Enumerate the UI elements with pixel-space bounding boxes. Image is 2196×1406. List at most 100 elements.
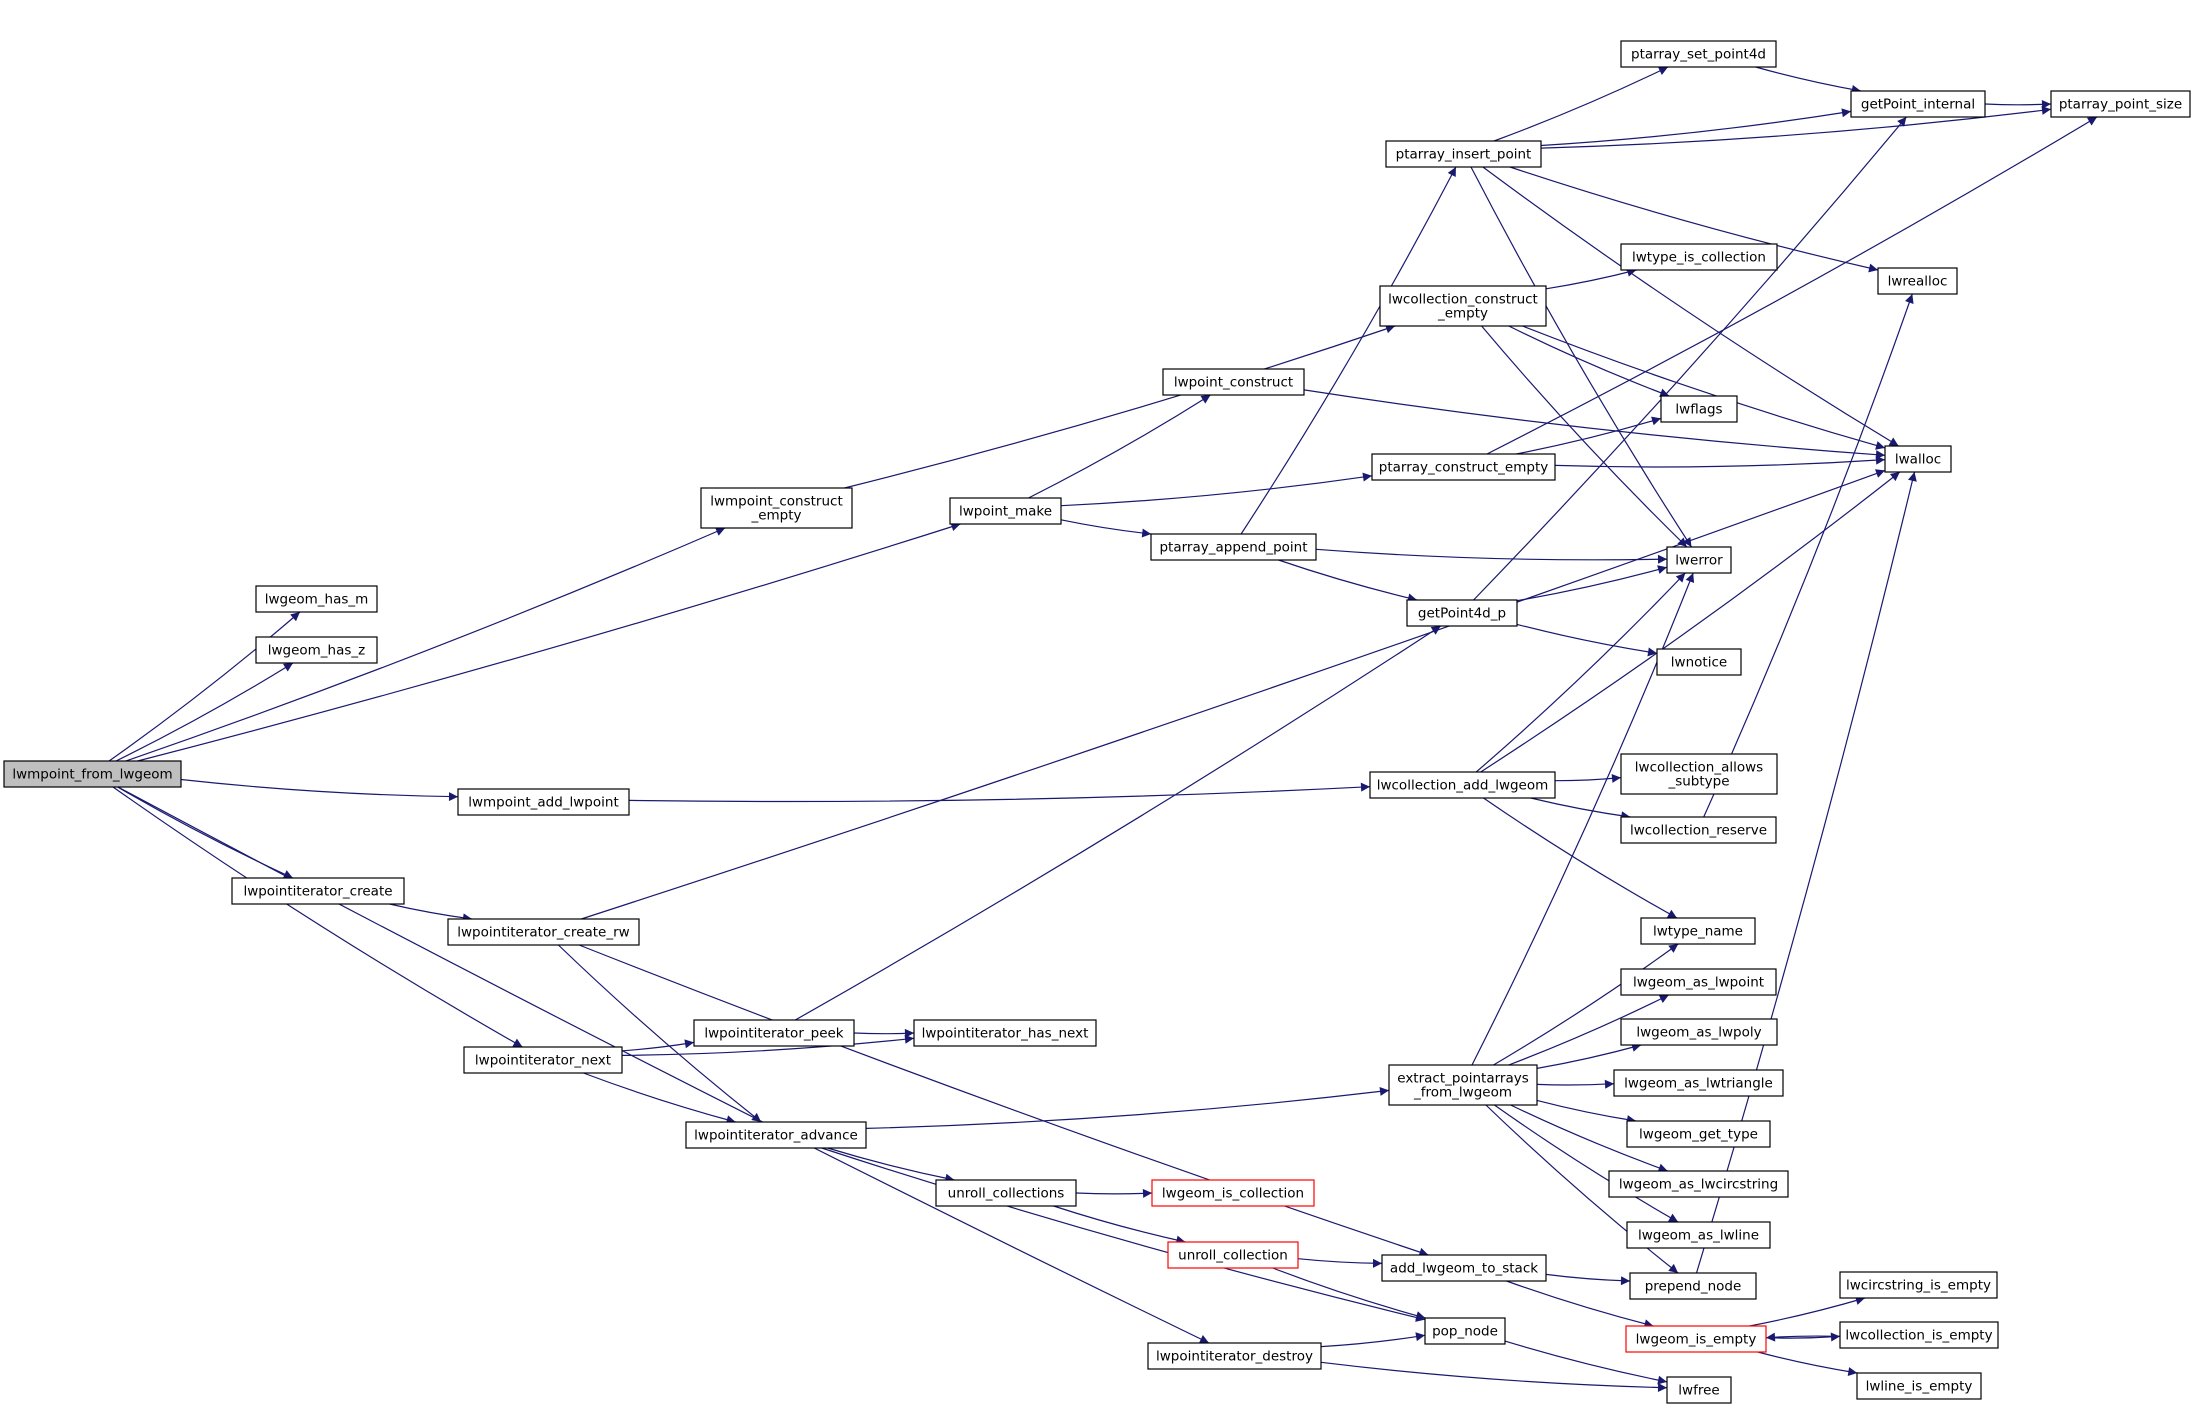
node-unroll-collection[interactable]: unroll_collection [1167,1241,1299,1269]
node-lwline-is-empty[interactable]: lwline_is_empty [1856,1372,1982,1400]
node-box[interactable] [1620,816,1777,844]
node-lwrealloc[interactable]: lwrealloc [1877,267,1958,295]
node-box[interactable] [1640,917,1756,945]
node-lwgeom-as-lwpoint[interactable]: lwgeom_as_lwpoint [1620,968,1777,996]
node-box[interactable] [1629,1272,1757,1300]
node-box[interactable] [935,1179,1077,1207]
node-getPoint4d-p[interactable]: getPoint4d_p [1406,599,1518,627]
node-box[interactable] [1839,1321,1999,1349]
node-box[interactable] [1620,753,1778,795]
node-lwgeom-is-collection[interactable]: lwgeom_is_collection [1151,1179,1315,1207]
node-add-lwgeom-to-stack[interactable]: add_lwgeom_to_stack [1381,1254,1547,1282]
node-lwgeom-has-m[interactable]: lwgeom_has_m [255,585,378,613]
node-lwpointiterator-destroy[interactable]: lwpointiterator_destroy [1147,1342,1322,1370]
node-box[interactable] [2050,90,2191,118]
node-lwgeom-as-lwline[interactable]: lwgeom_as_lwline [1626,1221,1771,1249]
node-box[interactable] [1406,599,1518,627]
node-lwmpoint-add-lwpoint[interactable]: lwmpoint_add_lwpoint [457,788,630,816]
node-lwpointiterator-create[interactable]: lwpointiterator_create [231,877,405,905]
node-lwfree[interactable]: lwfree [1666,1376,1732,1404]
node-box[interactable] [255,585,378,613]
node-lwcollection-add-lwgeom[interactable]: lwcollection_add_lwgeom [1369,771,1556,799]
node-box[interactable] [1388,1064,1538,1106]
node-box[interactable] [1856,1372,1982,1400]
node-box[interactable] [1620,968,1777,996]
node-box[interactable] [685,1121,867,1149]
node-ptarray-construct-empty[interactable]: ptarray_construct_empty [1371,453,1556,481]
node-box[interactable] [1656,648,1742,676]
node-box[interactable] [1167,1241,1299,1269]
node-box[interactable] [1625,1325,1767,1353]
node-box[interactable] [1620,243,1778,271]
node-box[interactable] [1666,546,1732,574]
node-lwtype-is-collection[interactable]: lwtype_is_collection [1620,243,1778,271]
node-lwpointiterator-next[interactable]: lwpointiterator_next [463,1046,623,1074]
node-prepend-node[interactable]: prepend_node [1629,1272,1757,1300]
node-box[interactable] [3,760,182,788]
node-lwpointiterator-peek[interactable]: lwpointiterator_peek [693,1019,855,1047]
node-lwpointiterator-has-next[interactable]: lwpointiterator_has_next [913,1019,1097,1047]
node-lwalloc[interactable]: lwalloc [1884,445,1952,473]
node-box[interactable] [1424,1317,1506,1345]
node-lwcollection-construct-empty[interactable]: lwcollection_construct_empty [1379,285,1547,327]
node-box[interactable] [1620,1018,1778,1046]
node-box[interactable] [693,1019,855,1047]
node-lwcollection-reserve[interactable]: lwcollection_reserve [1620,816,1777,844]
node-box[interactable] [1666,1376,1732,1404]
node-lwgeom-as-lwtriangle[interactable]: lwgeom_as_lwtriangle [1613,1069,1784,1097]
node-pop-node[interactable]: pop_node [1424,1317,1506,1345]
node-ptarray-insert-point[interactable]: ptarray_insert_point [1385,140,1542,168]
node-lwpoint-construct[interactable]: lwpoint_construct [1162,368,1305,396]
node-box[interactable] [1660,395,1738,423]
node-box[interactable] [447,918,640,946]
node-box[interactable] [913,1019,1097,1047]
node-lwtype-name[interactable]: lwtype_name [1640,917,1756,945]
node-box[interactable] [1839,1271,1998,1299]
node-lwpointiterator-advance[interactable]: lwpointiterator_advance [685,1121,867,1149]
node-box[interactable] [1151,1179,1315,1207]
node-lwerror[interactable]: lwerror [1666,546,1732,574]
node-lwmpoint-construct-empty[interactable]: lwmpoint_construct_empty [700,487,853,529]
node-box[interactable] [255,636,378,664]
node-box[interactable] [1613,1069,1784,1097]
node-box[interactable] [1150,533,1317,561]
node-box[interactable] [1369,771,1556,799]
node-lwmpoint-from-lwgeom[interactable]: lwmpoint_from_lwgeom [3,760,182,788]
node-box[interactable] [1884,445,1952,473]
node-box[interactable] [231,877,405,905]
node-box[interactable] [1385,140,1542,168]
node-unroll-collections[interactable]: unroll_collections [935,1179,1077,1207]
node-lwflags[interactable]: lwflags [1660,395,1738,423]
node-box[interactable] [457,788,630,816]
node-box[interactable] [700,487,853,529]
node-lwpointiterator-create-rw[interactable]: lwpointiterator_create_rw [447,918,640,946]
node-box[interactable] [1620,40,1777,68]
node-box[interactable] [1379,285,1547,327]
node-box[interactable] [1371,453,1556,481]
node-ptarray-set-point4d[interactable]: ptarray_set_point4d [1620,40,1777,68]
node-lwgeom-has-z[interactable]: lwgeom_has_z [255,636,378,664]
node-box[interactable] [463,1046,623,1074]
node-lwcollection-is-empty[interactable]: lwcollection_is_empty [1839,1321,1999,1349]
node-lwgeom-as-lwpoly[interactable]: lwgeom_as_lwpoly [1620,1018,1778,1046]
node-box[interactable] [1381,1254,1547,1282]
node-lwpoint-make[interactable]: lwpoint_make [949,497,1062,525]
node-lwcircstring-is-empty[interactable]: lwcircstring_is_empty [1839,1271,1998,1299]
node-extract-pointarrays-from-lwgeom[interactable]: extract_pointarrays_from_lwgeom [1388,1064,1538,1106]
node-lwgeom-as-lwcircstring[interactable]: lwgeom_as_lwcircstring [1608,1170,1789,1198]
node-getPoint-internal[interactable]: getPoint_internal [1850,90,1986,118]
node-lwgeom-get-type[interactable]: lwgeom_get_type [1626,1120,1771,1148]
node-box[interactable] [1147,1342,1322,1370]
node-box[interactable] [1877,267,1958,295]
node-ptarray-point-size[interactable]: ptarray_point_size [2050,90,2191,118]
node-box[interactable] [1162,368,1305,396]
node-box[interactable] [1608,1170,1789,1198]
node-lwnotice[interactable]: lwnotice [1656,648,1742,676]
node-box[interactable] [949,497,1062,525]
node-ptarray-append-point[interactable]: ptarray_append_point [1150,533,1317,561]
node-lwcollection-allows-subtype[interactable]: lwcollection_allows_subtype [1620,753,1778,795]
node-lwgeom-is-empty[interactable]: lwgeom_is_empty [1625,1325,1767,1353]
node-box[interactable] [1850,90,1986,118]
node-box[interactable] [1626,1221,1771,1249]
node-box[interactable] [1626,1120,1771,1148]
